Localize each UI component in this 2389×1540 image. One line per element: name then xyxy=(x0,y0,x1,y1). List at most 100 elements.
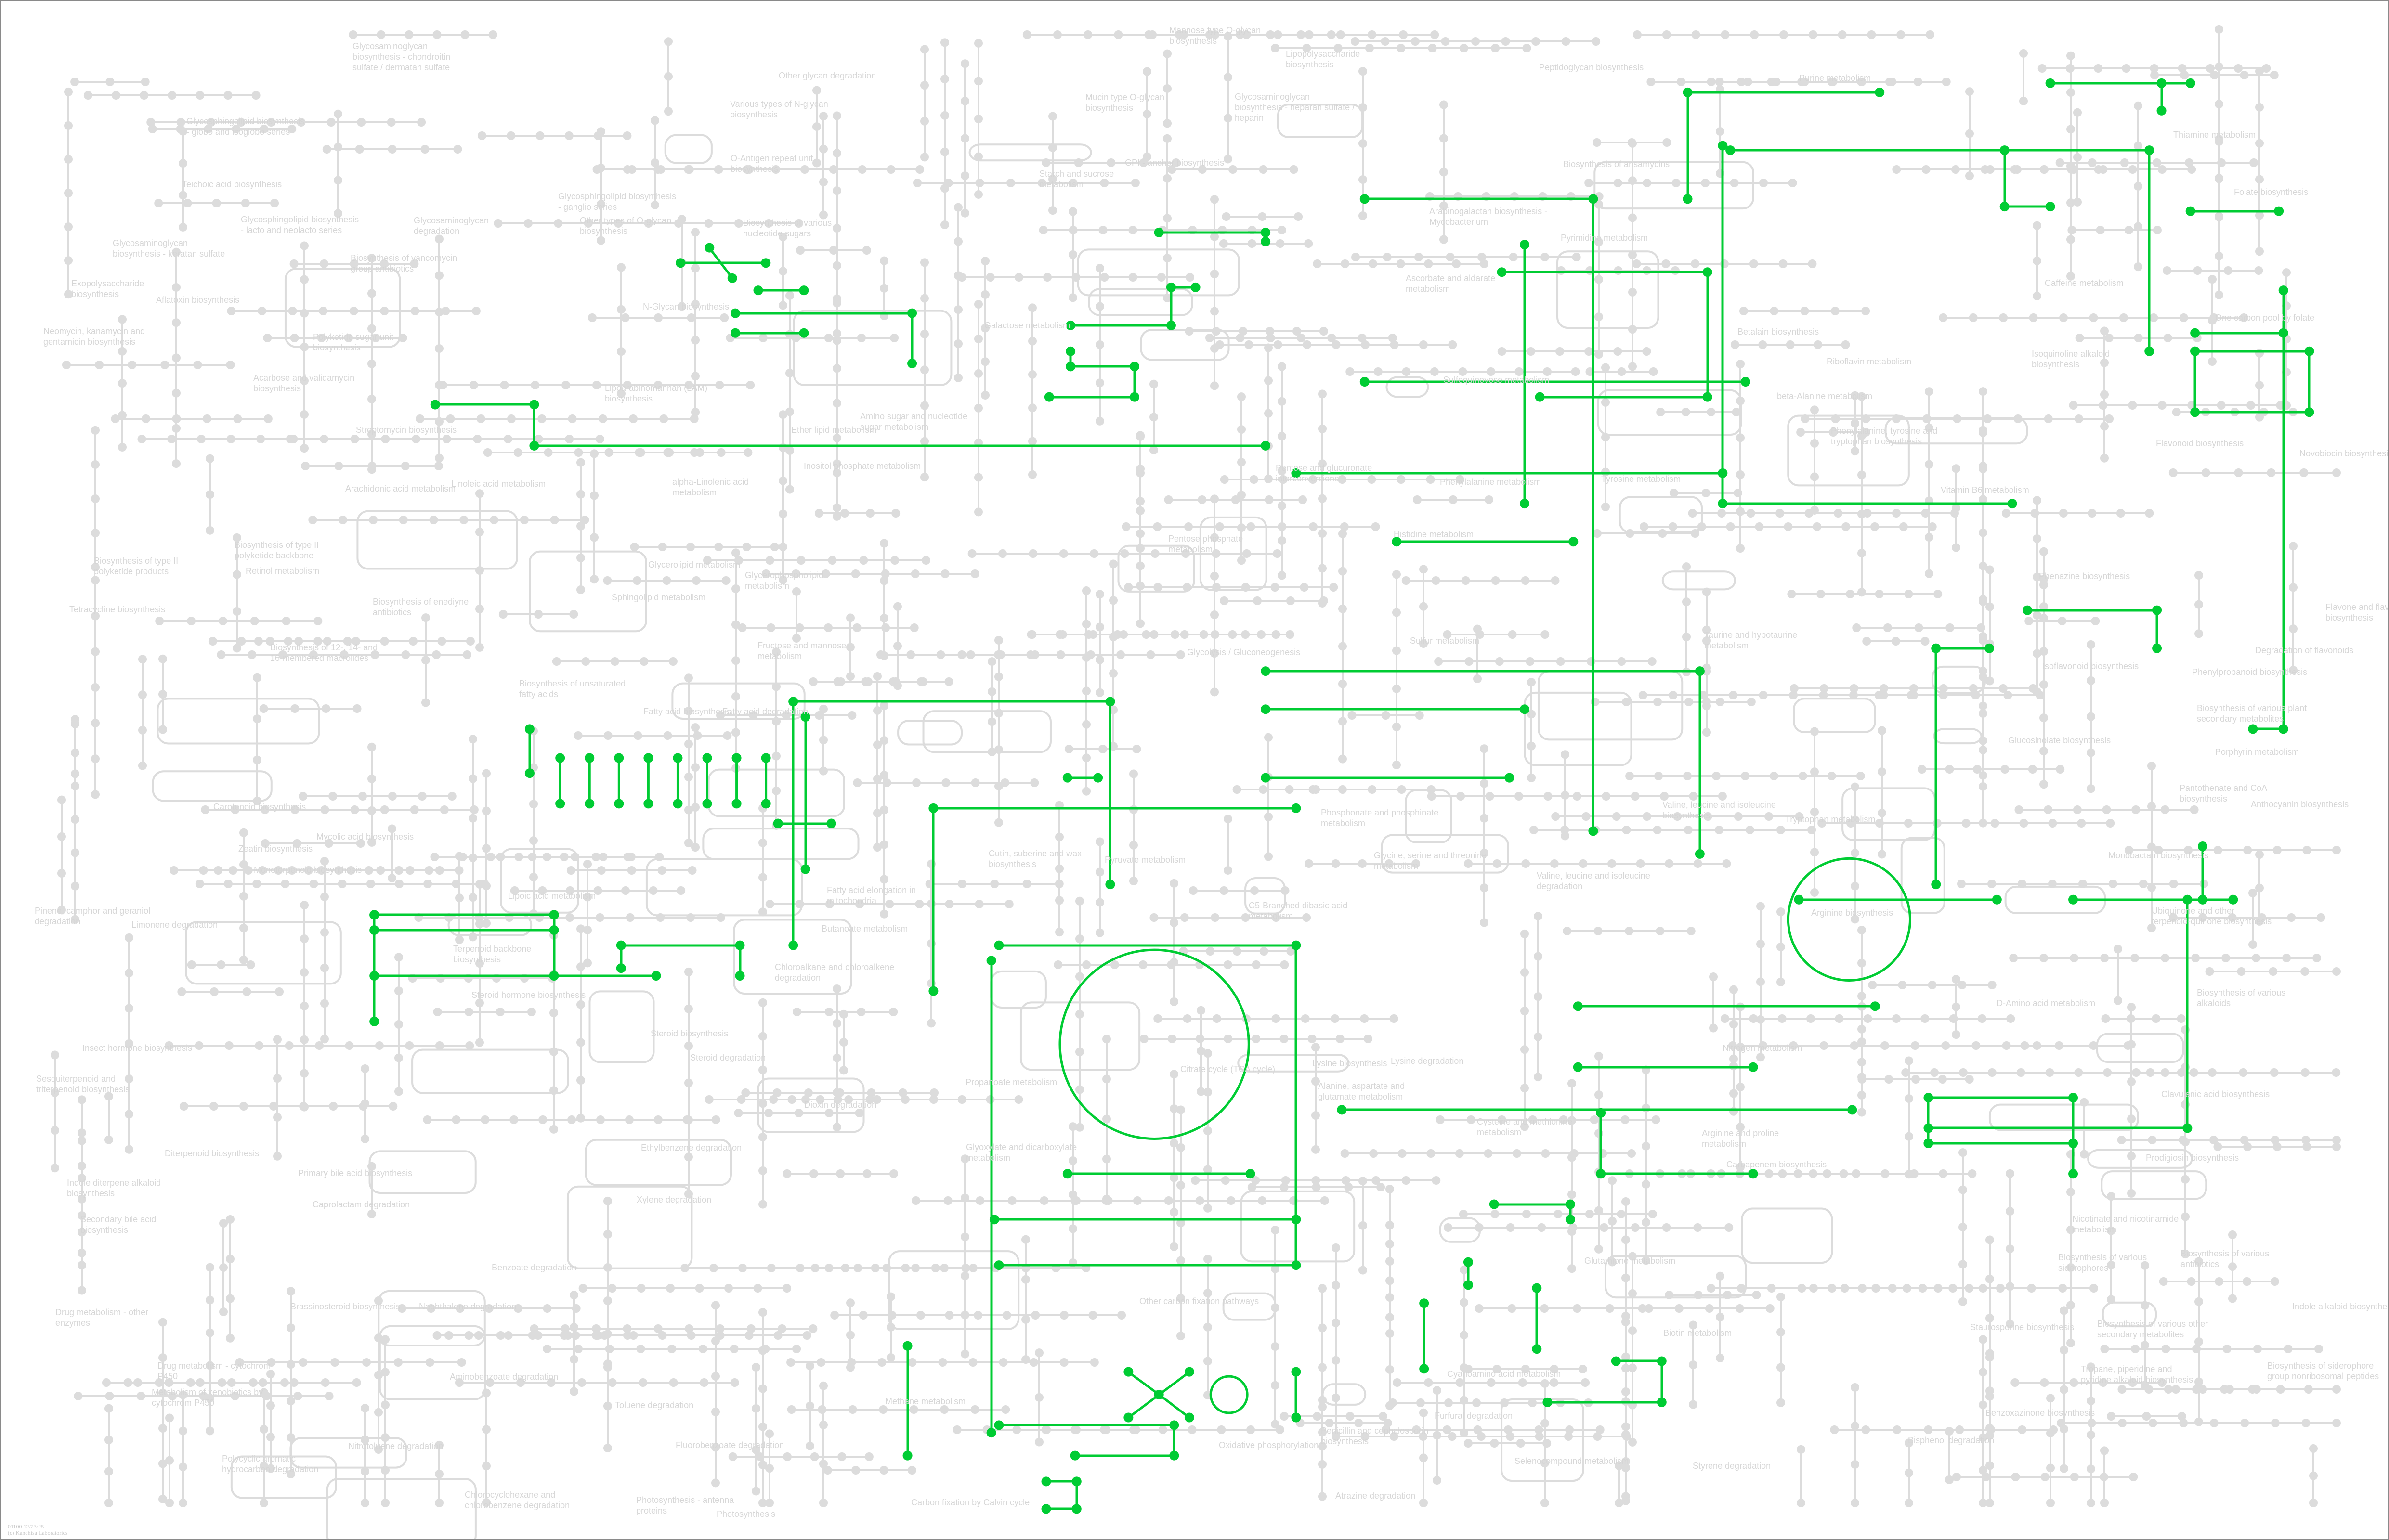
compound-node[interactable] xyxy=(1415,711,1424,720)
compound-node[interactable] xyxy=(455,852,464,861)
compound-node[interactable] xyxy=(2006,1320,2014,1329)
compound-node[interactable] xyxy=(1279,1412,1289,1421)
compound-node[interactable] xyxy=(1332,1281,1340,1290)
highlighted-compound-node[interactable] xyxy=(902,1341,913,1351)
highlighted-compound-node[interactable] xyxy=(735,940,745,950)
compound-node[interactable] xyxy=(289,1378,299,1387)
highlighted-compound-node[interactable] xyxy=(1489,1199,1499,1209)
compound-node[interactable] xyxy=(1055,896,1064,905)
compound-node[interactable] xyxy=(1107,158,1116,167)
compound-node[interactable] xyxy=(2012,165,2022,174)
compound-node[interactable] xyxy=(1624,927,1633,935)
compound-node[interactable] xyxy=(2044,805,2053,814)
compound-node[interactable] xyxy=(1021,1275,1030,1284)
compound-node[interactable] xyxy=(2181,1212,2190,1221)
compound-node[interactable] xyxy=(1721,30,1730,39)
compound-node[interactable] xyxy=(1702,697,1711,706)
pathway-label[interactable]: Acarbose and validamycin biosynthesis xyxy=(253,373,355,393)
compound-node[interactable] xyxy=(1526,657,1535,666)
compound-node[interactable] xyxy=(2073,108,2082,117)
compound-node[interactable] xyxy=(2100,1499,2109,1507)
compound-node[interactable] xyxy=(218,617,227,625)
compound-node[interactable] xyxy=(1237,392,1246,401)
highlighted-compound-node[interactable] xyxy=(731,753,742,763)
compound-node[interactable] xyxy=(1556,657,1565,666)
pathway-label[interactable]: Caprolactam degradation xyxy=(313,1200,410,1209)
compound-node[interactable] xyxy=(684,1078,693,1087)
compound-node[interactable] xyxy=(1550,1365,1559,1373)
compound-node[interactable] xyxy=(2215,290,2223,299)
compound-node[interactable] xyxy=(1271,913,1280,922)
compound-node[interactable] xyxy=(819,704,828,713)
compound-node[interactable] xyxy=(482,844,491,853)
compound-node[interactable] xyxy=(2074,1068,2083,1077)
compound-node[interactable] xyxy=(367,838,376,847)
highlighted-compound-node[interactable] xyxy=(673,753,683,763)
compound-node[interactable] xyxy=(1210,307,1219,316)
highlighted-compound-node[interactable] xyxy=(1683,194,1693,204)
compound-node[interactable] xyxy=(361,1064,369,1074)
pathway-label[interactable]: Mycolic acid biosynthesis xyxy=(316,832,414,841)
compound-node[interactable] xyxy=(246,960,255,969)
compound-node[interactable] xyxy=(617,389,626,398)
compound-node[interactable] xyxy=(1241,913,1250,922)
compound-node[interactable] xyxy=(367,465,376,474)
pathway-label[interactable]: Tyrosine metabolism xyxy=(1601,474,1681,484)
compound-node[interactable] xyxy=(974,39,983,48)
compound-node[interactable] xyxy=(1455,1149,1464,1158)
pathway-label[interactable]: Polycyclic aromatic hydrocarbon degradat… xyxy=(222,1454,319,1474)
compound-node[interactable] xyxy=(529,836,538,845)
compound-node[interactable] xyxy=(1979,426,1987,435)
compound-node[interactable] xyxy=(1507,1304,1516,1313)
compound-node[interactable] xyxy=(741,1088,750,1097)
compound-node[interactable] xyxy=(346,866,355,875)
compound-node[interactable] xyxy=(2332,1142,2341,1151)
compound-node[interactable] xyxy=(1716,1312,1724,1321)
compound-node[interactable] xyxy=(737,1095,746,1104)
compound-node[interactable] xyxy=(1728,1041,1737,1050)
compound-node[interactable] xyxy=(399,516,408,524)
compound-node[interactable] xyxy=(1945,1475,1954,1484)
compound-node[interactable] xyxy=(223,91,233,100)
compound-node[interactable] xyxy=(1693,1223,1702,1232)
compound-node[interactable] xyxy=(1300,583,1309,592)
compound-node[interactable] xyxy=(1527,678,1536,687)
compound-node[interactable] xyxy=(167,435,176,443)
compound-node[interactable] xyxy=(1385,1401,1394,1410)
compound-node[interactable] xyxy=(334,176,342,185)
compound-node[interactable] xyxy=(1296,30,1305,39)
compound-node[interactable] xyxy=(2006,1244,2014,1254)
pathway-label[interactable]: Anthocyanin biosynthesis xyxy=(2251,800,2349,809)
compound-node[interactable] xyxy=(2033,572,2041,582)
compound-node[interactable] xyxy=(1028,303,1037,312)
highlighted-compound-node[interactable] xyxy=(524,724,535,734)
compound-node[interactable] xyxy=(1318,1284,1327,1293)
compound-node[interactable] xyxy=(975,900,984,908)
compound-node[interactable] xyxy=(269,1102,278,1111)
compound-node[interactable] xyxy=(1797,1284,1806,1293)
compound-node[interactable] xyxy=(389,1102,398,1111)
compound-node[interactable] xyxy=(1691,30,1700,39)
compound-node[interactable] xyxy=(1665,859,1674,868)
compound-node[interactable] xyxy=(1075,972,1084,981)
compound-node[interactable] xyxy=(1198,165,1207,174)
compound-node[interactable] xyxy=(1064,745,1073,753)
compound-node[interactable] xyxy=(1195,1196,1204,1205)
compound-node[interactable] xyxy=(464,1008,473,1016)
compound-node[interactable] xyxy=(909,1405,918,1414)
compound-node[interactable] xyxy=(1985,1431,1994,1440)
highlighted-compound-node[interactable] xyxy=(1291,803,1301,813)
compound-node[interactable] xyxy=(1347,711,1357,720)
compound-node[interactable] xyxy=(2269,967,2278,976)
compound-node[interactable] xyxy=(118,347,127,356)
compound-node[interactable] xyxy=(828,556,837,565)
compound-node[interactable] xyxy=(1631,1223,1640,1232)
compound-node[interactable] xyxy=(684,772,693,781)
compound-node[interactable] xyxy=(538,886,547,895)
compound-node[interactable] xyxy=(1136,431,1145,440)
compound-node[interactable] xyxy=(2040,1473,2050,1481)
compound-node[interactable] xyxy=(223,880,233,888)
compound-node[interactable] xyxy=(2179,1419,2188,1427)
compound-node[interactable] xyxy=(1593,529,1602,538)
compound-node[interactable] xyxy=(1109,596,1118,605)
